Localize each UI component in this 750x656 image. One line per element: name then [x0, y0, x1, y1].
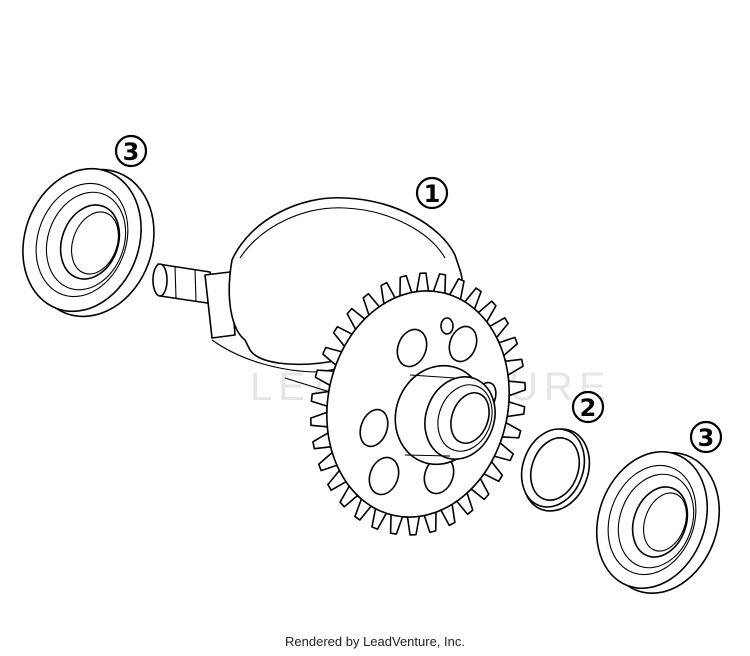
- bearing-left[interactable]: [3, 152, 174, 334]
- callout-label-2: 2: [580, 394, 597, 422]
- callout-bearing-right: 3: [689, 420, 723, 454]
- bearing-right[interactable]: [578, 436, 738, 609]
- footer-credit: Rendered by LeadVenture, Inc.: [285, 634, 465, 649]
- callout-label-3-left: 3: [123, 138, 140, 166]
- callout-label-1: 1: [424, 180, 441, 208]
- callout-shim: 2: [571, 390, 605, 424]
- gear: [309, 272, 527, 536]
- callout-crankshaft: 1: [415, 176, 449, 210]
- shim-washer[interactable]: [511, 420, 600, 521]
- callout-label-3-right: 3: [698, 424, 715, 452]
- crankshaft[interactable]: [152, 196, 530, 536]
- callout-bearing-left: 3: [114, 134, 148, 168]
